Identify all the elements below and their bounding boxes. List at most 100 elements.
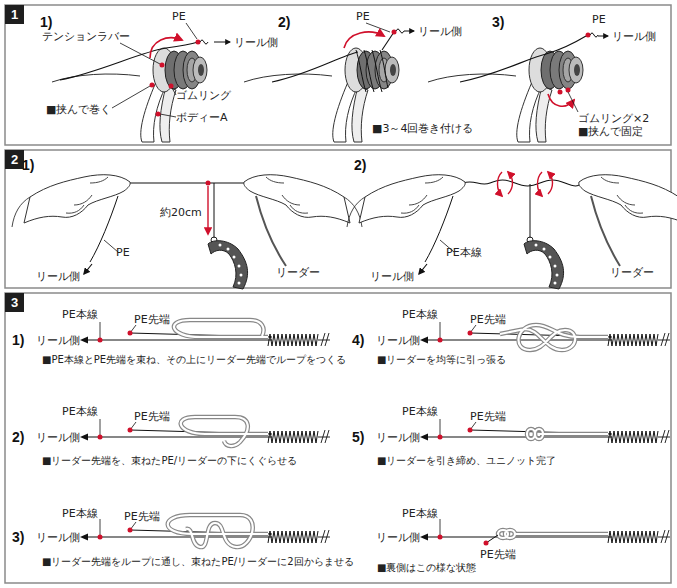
line-base [420,519,670,543]
rotation-arrow [150,38,182,58]
leader-outline [498,530,608,538]
step-number: 3) [492,14,504,30]
part-label: ボディーA [176,111,228,124]
section-number: 1 [11,7,18,22]
panel-frame [5,5,671,145]
leader-outline [168,515,268,547]
section-number: 3 [11,295,18,310]
part-label: PE本線 [446,246,482,259]
marker-dot [566,88,571,93]
marker-dot [196,40,201,45]
pe-line [128,182,246,183]
part-label: PE先端 [470,410,506,423]
leader-outline [174,320,268,337]
leader-line [186,23,197,39]
part-label: PE [116,246,130,259]
step-number: 1) [40,14,52,30]
panel-frame [5,293,671,583]
leader-line-rope [591,196,620,266]
part-label: PE [356,10,370,23]
knot-tool [208,237,248,289]
panel-frame [5,150,671,288]
instruction-note: ■裏側はこの様な状態 [377,562,476,574]
leader-line [112,86,150,108]
part-label: PE本線 [402,308,438,321]
part-label: PE [172,10,186,23]
part-label: ■挟んで固定 [578,125,643,138]
reel-arrow [590,33,608,37]
step-number: 2) [354,157,366,173]
part-label: PE本線 [62,405,98,418]
pe-line [272,52,358,82]
marker-dot [484,541,489,546]
part-label: リール側 [418,25,462,38]
part-label: ■3～4回巻き付ける [372,122,473,135]
hanging-line [214,183,215,238]
left-hand [12,175,130,227]
marker-dot [150,83,155,88]
leader-outline [527,429,608,439]
line-base [420,419,670,443]
step-number: 1) [12,332,24,348]
part-label: リール側 [376,531,420,544]
pe-line [460,36,586,82]
step-number: 2) [12,429,24,445]
dimension-arrow [207,186,208,234]
part-label: PE [592,13,606,26]
section-number: 2 [11,152,18,167]
leader-core [498,530,608,538]
part-label: PE本線 [62,507,98,520]
step-number: 5) [352,429,364,445]
right-hand [579,175,677,227]
wound-line [356,50,388,92]
part-label: リール側 [36,334,80,347]
marker-dot [392,30,397,35]
reel-arrow [396,29,414,33]
section-badge: 2 [5,150,24,169]
leader-line [120,43,160,64]
pe-line [90,196,118,262]
section-badge: 1 [5,5,24,24]
pe-line [60,42,198,80]
part-label: リール側 [36,531,80,544]
part-label: リーダー [276,266,320,279]
rotation-arrow [344,32,384,48]
reel-arrow [200,40,230,44]
leader-line [568,92,578,112]
knot-tool [524,237,564,289]
leader-line [160,114,176,117]
instruction-note: ■リーダー先端をループに通し、束ねたPE/リーダーに2回からませる [42,556,354,568]
leader-line-rope [256,196,286,266]
part-label: リール側 [612,30,656,43]
leader-core [174,320,268,337]
part-label: リール側 [376,431,420,444]
step-number: 2) [278,14,290,30]
left-hand [347,175,465,227]
rotation-arrow [498,172,503,196]
part-label: PE先端 [470,313,506,326]
reel-arrow [84,264,92,274]
instruction-note: ■リーダーを引き締め、ユニノット完了 [377,455,556,467]
step-number: 3) [12,529,24,545]
marker-dot [160,63,165,68]
part-label: ゴムリング×2 [578,112,649,125]
leader-line [366,23,390,32]
rotation-arrow [548,172,553,194]
leader-outline [500,325,608,350]
right-hand [244,175,362,227]
marker-dot [558,90,563,95]
part-label: PE本線 [402,405,438,418]
marker-dot [169,84,174,89]
leader-line [104,240,118,252]
instruction-note: ■リーダー先端を、束ねたPE/リーダーの下にくぐらせる [42,455,297,467]
part-label: PE先端 [134,410,170,423]
leader-core [500,325,608,350]
part-label: リール側 [36,431,80,444]
reel-arrow [419,264,427,274]
marker-dot [156,112,161,117]
leader-outline [181,417,268,446]
hanging-line [530,184,531,238]
part-label: テンションラバー [42,30,130,43]
rotation-arrow [538,172,543,196]
